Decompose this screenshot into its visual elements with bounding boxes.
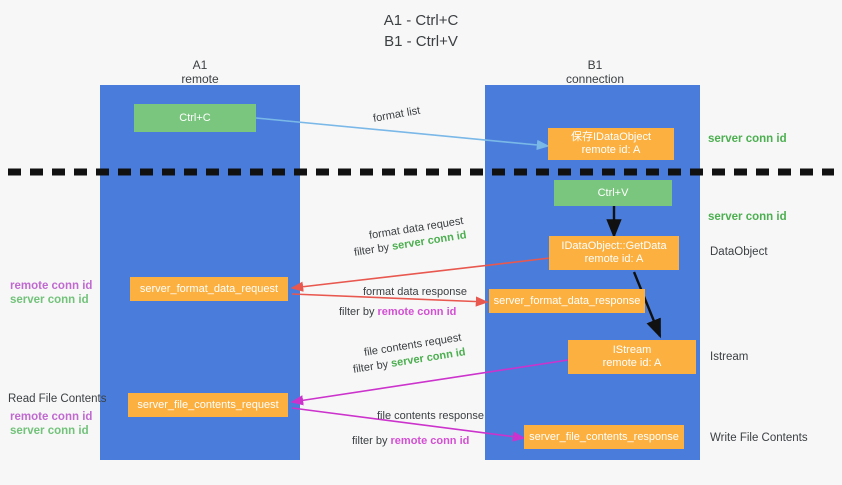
node-server-file-contents-response[interactable]: server_file_contents_response: [524, 425, 684, 449]
format-data-request-filter-prefix: filter by: [353, 240, 394, 259]
column-b1-name: B1: [587, 58, 603, 72]
node-server-file-contents-request[interactable]: server_file_contents_request: [128, 393, 288, 417]
node-save-idataobject-sub: remote id: A: [581, 144, 641, 156]
node-getdata-title: IDataObject::GetData: [561, 240, 667, 252]
node-ctrl-v[interactable]: Ctrl+V: [554, 180, 672, 206]
label-read-file-contents: Read File Contents: [8, 393, 107, 405]
left-conn-ids-file: remote conn id server conn id: [10, 410, 92, 438]
column-b1-sub: connection: [565, 72, 625, 86]
format-data-response-filter-value: remote conn id: [377, 306, 457, 318]
edge-label-format-list: format list: [372, 104, 422, 125]
file-contents-response-filter-prefix: filter by: [352, 435, 391, 447]
title-line-2: B1 - Ctrl+V: [384, 33, 458, 50]
node-server-format-data-request[interactable]: server_format_data_request: [130, 277, 288, 301]
node-ctrl-v-label: Ctrl+V: [597, 186, 629, 199]
node-server-format-data-response-label: server_format_data_response: [493, 294, 641, 307]
file-contents-response-filter-value: remote conn id: [390, 435, 470, 447]
node-server-format-data-response[interactable]: server_format_data_response: [489, 289, 645, 313]
left-remote-conn-id-file: remote conn id: [10, 411, 93, 423]
column-a1-name: A1: [192, 58, 208, 72]
label-write-file-contents: Write File Contents: [710, 432, 808, 444]
node-idataobject-getdata[interactable]: IDataObject::GetData remote id: A: [549, 236, 679, 270]
node-save-idataobject-title: 保存IDataObject: [570, 131, 652, 143]
title-line-1: A1 - Ctrl+C: [383, 12, 459, 29]
label-dataobject: DataObject: [710, 246, 768, 258]
node-server-file-contents-response-label: server_file_contents_response: [529, 430, 679, 443]
node-ctrl-c[interactable]: Ctrl+C: [134, 104, 256, 132]
node-getdata-sub: remote id: A: [584, 253, 644, 265]
node-save-idataobject[interactable]: 保存IDataObject remote id: A: [548, 128, 674, 160]
node-ctrl-c-label: Ctrl+C: [179, 111, 211, 124]
column-header-a1: A1 remote: [140, 58, 260, 86]
edge-label-format-data-response: format data response: [363, 286, 467, 298]
left-conn-ids-format: remote conn id server conn id: [10, 279, 92, 307]
column-header-b1: B1 connection: [535, 58, 655, 86]
node-istream-title: IStream: [612, 344, 652, 356]
edge-label-file-contents-response: file contents response: [377, 410, 485, 422]
diagram-title: A1 - Ctrl+C B1 - Ctrl+V: [0, 10, 842, 52]
edge-label-file-contents-response-filter: filter by remote conn id: [352, 434, 469, 449]
file-contents-request-filter-prefix: filter by: [352, 357, 393, 376]
node-istream[interactable]: IStream remote id: A: [568, 340, 696, 374]
label-istream: Istream: [710, 351, 749, 363]
left-server-conn-id-format: server conn id: [10, 294, 89, 306]
node-istream-sub: remote id: A: [602, 357, 662, 369]
left-server-conn-id-file: server conn id: [10, 425, 89, 437]
label-server-conn-id-top: server conn id: [708, 133, 787, 145]
format-data-response-filter-prefix: filter by: [339, 306, 378, 318]
column-a1-sub: remote: [181, 72, 219, 86]
node-server-format-data-request-label: server_format_data_request: [139, 282, 279, 295]
edge-label-format-data-response-filter: filter by remote conn id: [339, 305, 456, 320]
node-server-file-contents-request-label: server_file_contents_request: [137, 398, 279, 411]
label-server-conn-id-mid: server conn id: [708, 211, 787, 223]
left-remote-conn-id-format: remote conn id: [10, 280, 93, 292]
